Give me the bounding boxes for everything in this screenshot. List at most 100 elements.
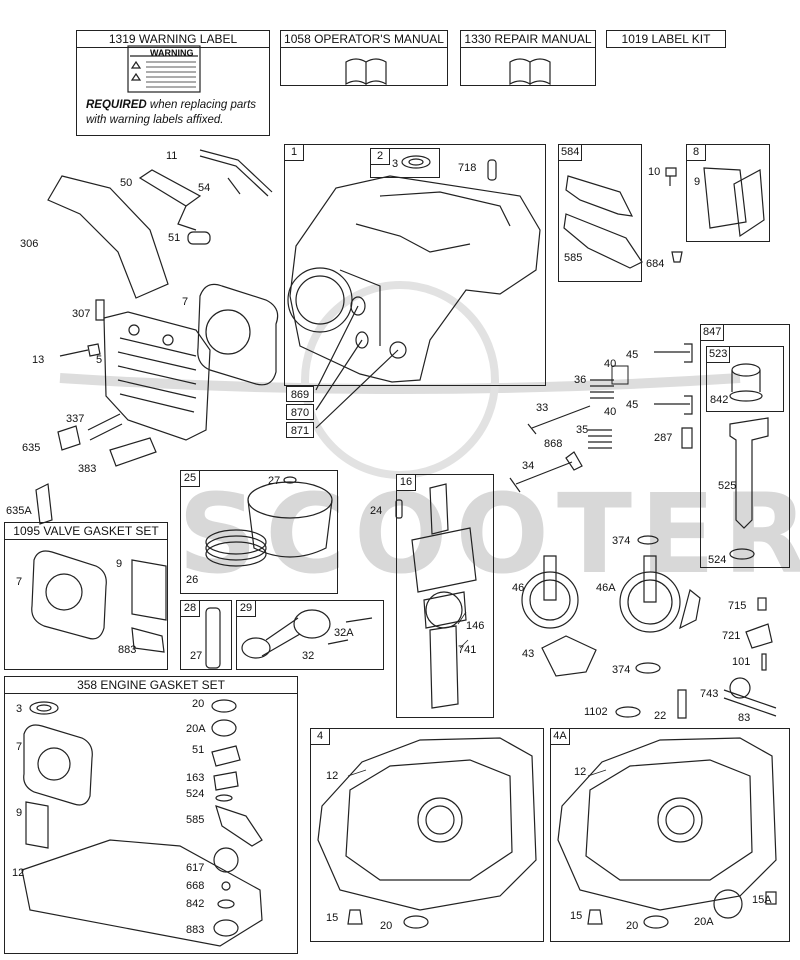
operators-manual-box: 1058 OPERATOR'S MANUAL <box>280 30 448 86</box>
callout-32a: 32A <box>334 627 354 639</box>
callout-27-clip: 27 <box>268 475 281 487</box>
callout-54: 54 <box>198 182 211 194</box>
valve-gasket-set-title: 1095 VALVE GASKET SET <box>5 523 167 540</box>
box-sump-4: 4 <box>310 728 544 942</box>
callout-146: 146 <box>466 620 485 632</box>
callout-46: 46 <box>512 582 525 594</box>
gasket-callout-524: 524 <box>186 788 205 800</box>
callout-374-upper: 374 <box>612 535 631 547</box>
callout-307: 307 <box>72 308 91 320</box>
callout-5: 5 <box>96 354 103 366</box>
required-note-line2: with warning labels affixed. <box>86 114 224 126</box>
ref-870: 870 <box>286 404 314 420</box>
sump4a-callout-20a: 20A <box>694 916 714 928</box>
box-tag-29: 29 <box>237 601 256 617</box>
callout-9: 9 <box>694 176 701 188</box>
box-tag-584: 584 <box>559 145 583 161</box>
callout-27-pin: 27 <box>190 650 203 662</box>
gasket-callout-842: 842 <box>186 898 205 910</box>
callout-13: 13 <box>32 354 45 366</box>
callout-7-valve-set: 7 <box>16 576 23 588</box>
callout-83: 83 <box>738 712 751 724</box>
box-crankshaft-16: 16 <box>396 474 494 718</box>
crankshaft-16-icon <box>429 483 449 535</box>
callout-50: 50 <box>120 177 133 189</box>
callout-9-valve-set: 9 <box>116 558 123 570</box>
callout-868: 868 <box>544 438 563 450</box>
callout-45-lower: 45 <box>626 399 639 411</box>
callout-306: 306 <box>20 238 39 250</box>
callout-337: 337 <box>66 413 85 425</box>
ref-871: 871 <box>286 422 314 438</box>
callout-684: 684 <box>646 258 665 270</box>
sump-4a-icon <box>557 737 777 911</box>
callout-1102: 1102 <box>584 706 608 718</box>
box-seal: 2 <box>370 148 440 178</box>
gasket-callout-9: 9 <box>16 807 23 819</box>
callout-35: 35 <box>576 424 589 436</box>
gasket-callout-883: 883 <box>186 924 205 936</box>
gasket-callout-3: 3 <box>16 703 23 715</box>
callout-36: 36 <box>574 374 587 386</box>
gasket-callout-51: 51 <box>192 744 205 756</box>
book-icon-repair <box>509 58 551 86</box>
callout-43: 43 <box>522 648 535 660</box>
callout-40-lower: 40 <box>604 406 617 418</box>
engine-gasket-set-title: 358 ENGINE GASKET SET <box>5 677 297 694</box>
callout-24: 24 <box>370 505 383 517</box>
repair-manual-title: 1330 REPAIR MANUAL <box>461 31 595 48</box>
engine-gasket-set-box: 358 ENGINE GASKET SET <box>4 676 298 954</box>
callout-26: 26 <box>186 574 199 586</box>
box-tag-847: 847 <box>701 325 725 341</box>
box-tag-16: 16 <box>397 475 416 491</box>
callout-34: 34 <box>522 460 535 472</box>
head-gasket-7-icon <box>197 283 279 386</box>
box-tag-1: 1 <box>285 145 304 161</box>
box-tag-8: 8 <box>687 145 706 161</box>
sump4a-callout-15a: 15A <box>752 894 772 906</box>
box-oil-fill-847: 847 <box>700 324 790 568</box>
callout-287: 287 <box>654 432 673 444</box>
callout-10: 10 <box>648 166 661 178</box>
callout-524: 524 <box>708 554 727 566</box>
sump4a-callout-15: 15 <box>570 910 583 922</box>
callout-585: 585 <box>564 252 583 264</box>
sump4a-callout-12: 12 <box>574 766 587 778</box>
shroud-306-icon <box>47 175 169 299</box>
callout-741: 741 <box>458 644 477 656</box>
cylinder-head-5-icon <box>103 311 211 441</box>
callout-22: 22 <box>654 710 667 722</box>
gasket-callout-12: 12 <box>12 867 25 879</box>
book-icon-operator <box>345 58 387 86</box>
box-tag-25: 25 <box>181 471 200 487</box>
gasket-callout-585: 585 <box>186 814 205 826</box>
callout-718: 718 <box>458 162 477 174</box>
callout-743: 743 <box>700 688 719 700</box>
required-word: REQUIRED <box>86 99 147 111</box>
ref-869: 869 <box>286 386 314 402</box>
callout-635a: 635A <box>6 505 32 517</box>
callout-101: 101 <box>732 656 751 668</box>
callout-715: 715 <box>728 600 747 612</box>
sump4-callout-20: 20 <box>380 920 393 932</box>
warning-label-title: 1319 WARNING LABEL <box>77 31 269 48</box>
gasket-callout-617: 617 <box>186 862 205 874</box>
watermark-text: SCOOTER <box>178 470 800 598</box>
sump-4-icon <box>317 737 537 911</box>
box-tag-2: 2 <box>371 149 390 165</box>
gasket-callout-20a: 20A <box>186 723 206 735</box>
box-breather: 584 <box>558 144 642 282</box>
callout-51: 51 <box>168 232 181 244</box>
gasket-callout-163: 163 <box>186 772 205 784</box>
box-tag-4: 4 <box>311 729 330 745</box>
box-rod-29: 29 <box>236 600 384 670</box>
warning-label-box: 1319 WARNING LABEL <box>76 30 270 136</box>
callout-383: 383 <box>78 463 97 475</box>
box-tag-4a: 4A <box>551 729 570 745</box>
callout-883-valve-set: 883 <box>118 644 137 656</box>
callout-40-upper: 40 <box>604 358 617 370</box>
callout-525: 525 <box>718 480 737 492</box>
sump4-callout-15: 15 <box>326 912 339 924</box>
operators-manual-title: 1058 OPERATOR'S MANUAL <box>281 31 447 48</box>
